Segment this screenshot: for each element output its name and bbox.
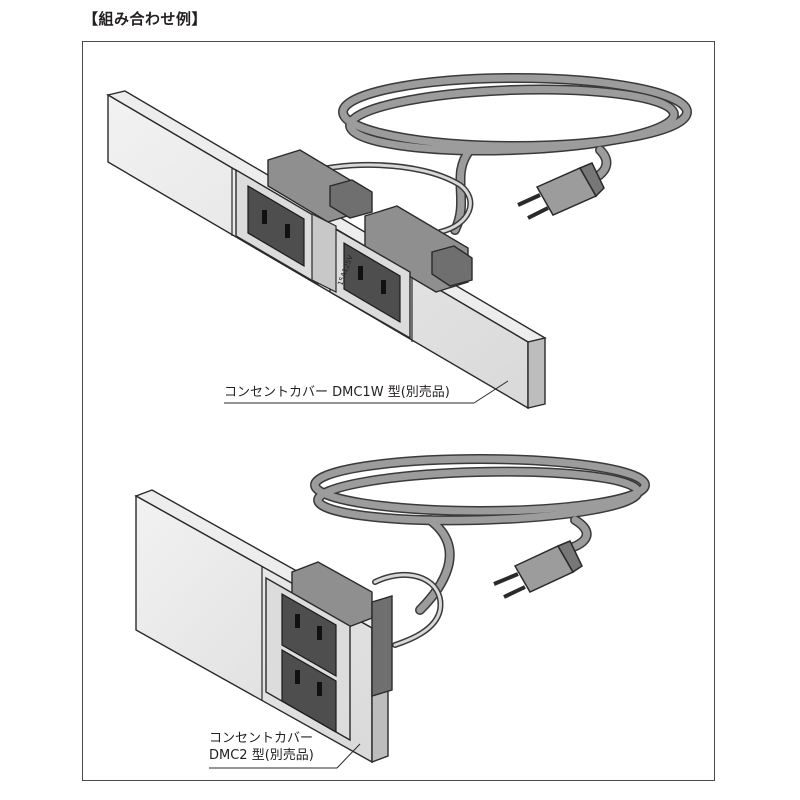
leader-line (336, 743, 361, 769)
dmc2-callout-line2: DMC2 型(別売品) (209, 748, 314, 763)
example-heading: 【組み合わせ例】 (83, 10, 208, 28)
dmc2-callout: コンセントカバー DMC2 型(別売品) (209, 730, 314, 764)
plug-icon (517, 162, 605, 220)
dmc2-assembly (134, 454, 650, 769)
dmc2-callout-line1: コンセントカバー (209, 731, 314, 746)
dmc1w-callout: コンセントカバー DMC1W 型(別売品) (224, 385, 450, 400)
outlet-housing (267, 149, 473, 293)
leader-line (473, 380, 509, 404)
outlet-icon (235, 168, 411, 340)
power-cord-icon (310, 454, 650, 648)
illustration-frame (82, 41, 715, 781)
outlet-icon (265, 576, 351, 742)
plug-icon (493, 540, 583, 599)
outlet-housing (291, 561, 393, 697)
dmc1w-assembly: 15A125V (106, 73, 692, 410)
power-cord-icon (292, 73, 692, 235)
